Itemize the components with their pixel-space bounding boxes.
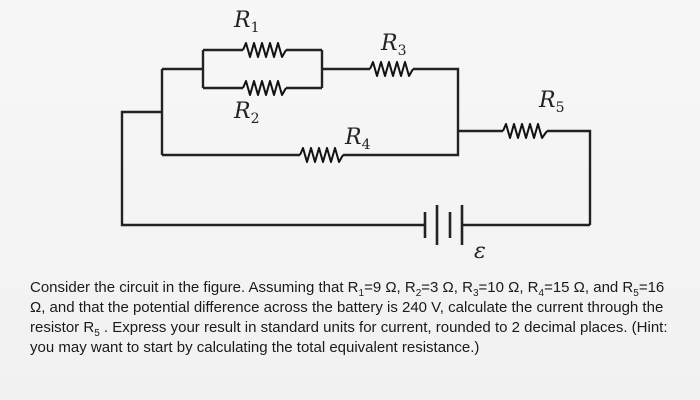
wire-outer-left: [120, 110, 425, 227]
resistor-r3: [369, 61, 414, 77]
label-r3: R3: [380, 31, 407, 59]
label-r5: R5: [538, 88, 565, 116]
question-text: Consider the circuit in the figure. Assu…: [30, 279, 668, 356]
circuit-diagram: R1 R2 R3 R4 R5 ε: [120, 8, 592, 264]
label-r4: R4: [344, 125, 371, 153]
wire-r5-to-outer-right: [547, 129, 592, 225]
label-emf: ε: [474, 239, 486, 264]
resistor-r4: [299, 147, 344, 163]
resistor-r1: [242, 42, 287, 58]
resistor-r5: [502, 123, 548, 139]
label-r2: R2: [233, 99, 260, 127]
battery-symbol: [423, 205, 464, 245]
wire-r4-right: [343, 131, 460, 157]
wire-r3-to-right-node: [413, 67, 460, 131]
resistor-r2: [242, 80, 287, 96]
label-r1: R1: [233, 8, 260, 36]
